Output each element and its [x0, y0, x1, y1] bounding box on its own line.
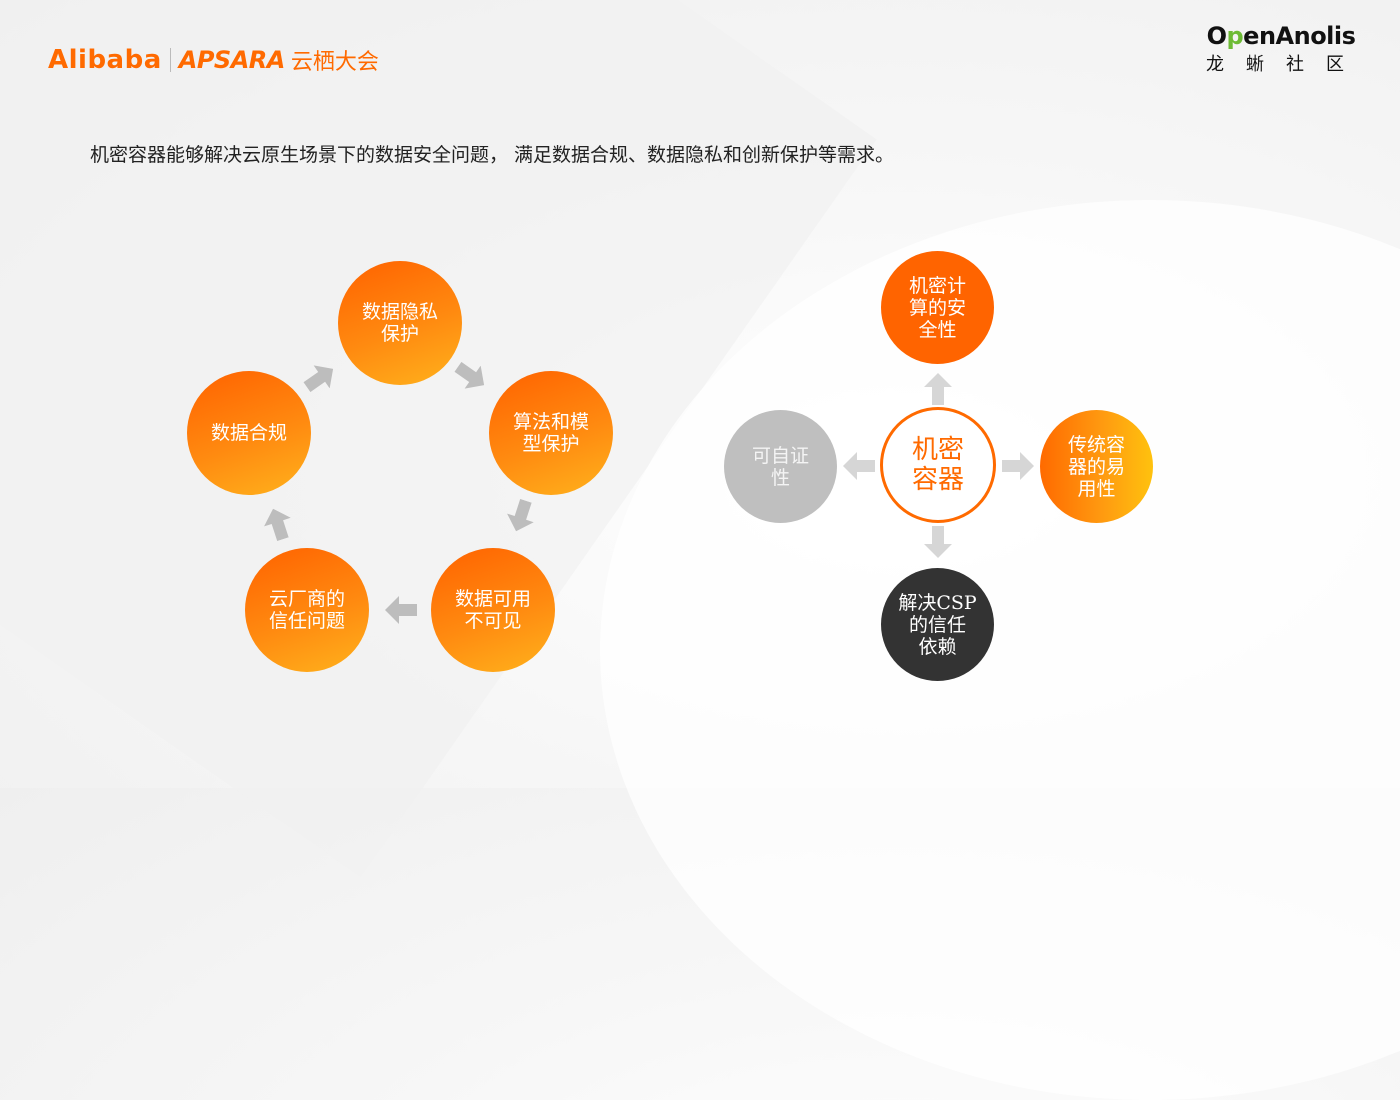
hub-node-csp-trust: 解决CSP 的信任 依赖 [881, 568, 994, 681]
cycle-node-cloud-trust: 云厂商的 信任问题 [245, 548, 369, 672]
hub-node-self-attestation: 可自证 性 [724, 410, 837, 523]
alibaba-logo: Alibaba [48, 45, 162, 75]
arrow-icon [299, 357, 341, 398]
cycle-node-data-usable-invisible: 数据可用 不可见 [431, 548, 555, 672]
arrow-icon [924, 526, 952, 558]
logo-text: O [1206, 22, 1227, 50]
cycle-node-data-privacy: 数据隐私 保护 [338, 261, 462, 385]
cycle-node-algorithm-protection: 算法和模 型保护 [489, 371, 613, 495]
apsara-logo: APSARA [178, 46, 286, 74]
openanolis-logo: OpenAnolis 龙蜥社区 [1196, 22, 1366, 76]
arrow-icon [924, 373, 952, 405]
logo-text: enAnolis [1243, 22, 1356, 50]
arrow-icon [260, 504, 297, 543]
leaf-icon: p [1226, 22, 1244, 50]
cycle-node-data-compliance: 数据合规 [187, 371, 311, 495]
arrow-icon [450, 355, 492, 396]
arrow-icon [385, 596, 417, 624]
logo-divider [169, 48, 171, 72]
arrow-icon [843, 452, 875, 480]
hub-node-security: 机密计 算的安 全性 [881, 251, 994, 364]
hub-center-node: 机密 容器 [880, 407, 996, 523]
hub-node-usability: 传统容 器的易 用性 [1040, 410, 1153, 523]
arrow-icon [503, 496, 540, 535]
alibaba-apsara-logo: Alibaba APSARA 云栖大会 [48, 44, 379, 76]
arrow-icon [1002, 452, 1034, 480]
community-name: 龙蜥社区 [1206, 54, 1366, 75]
intro-text: 机密容器能够解决云原生场景下的数据安全问题， 满足数据合规、数据隐私和创新保护等… [90, 144, 895, 166]
event-name: 云栖大会 [290, 50, 379, 75]
